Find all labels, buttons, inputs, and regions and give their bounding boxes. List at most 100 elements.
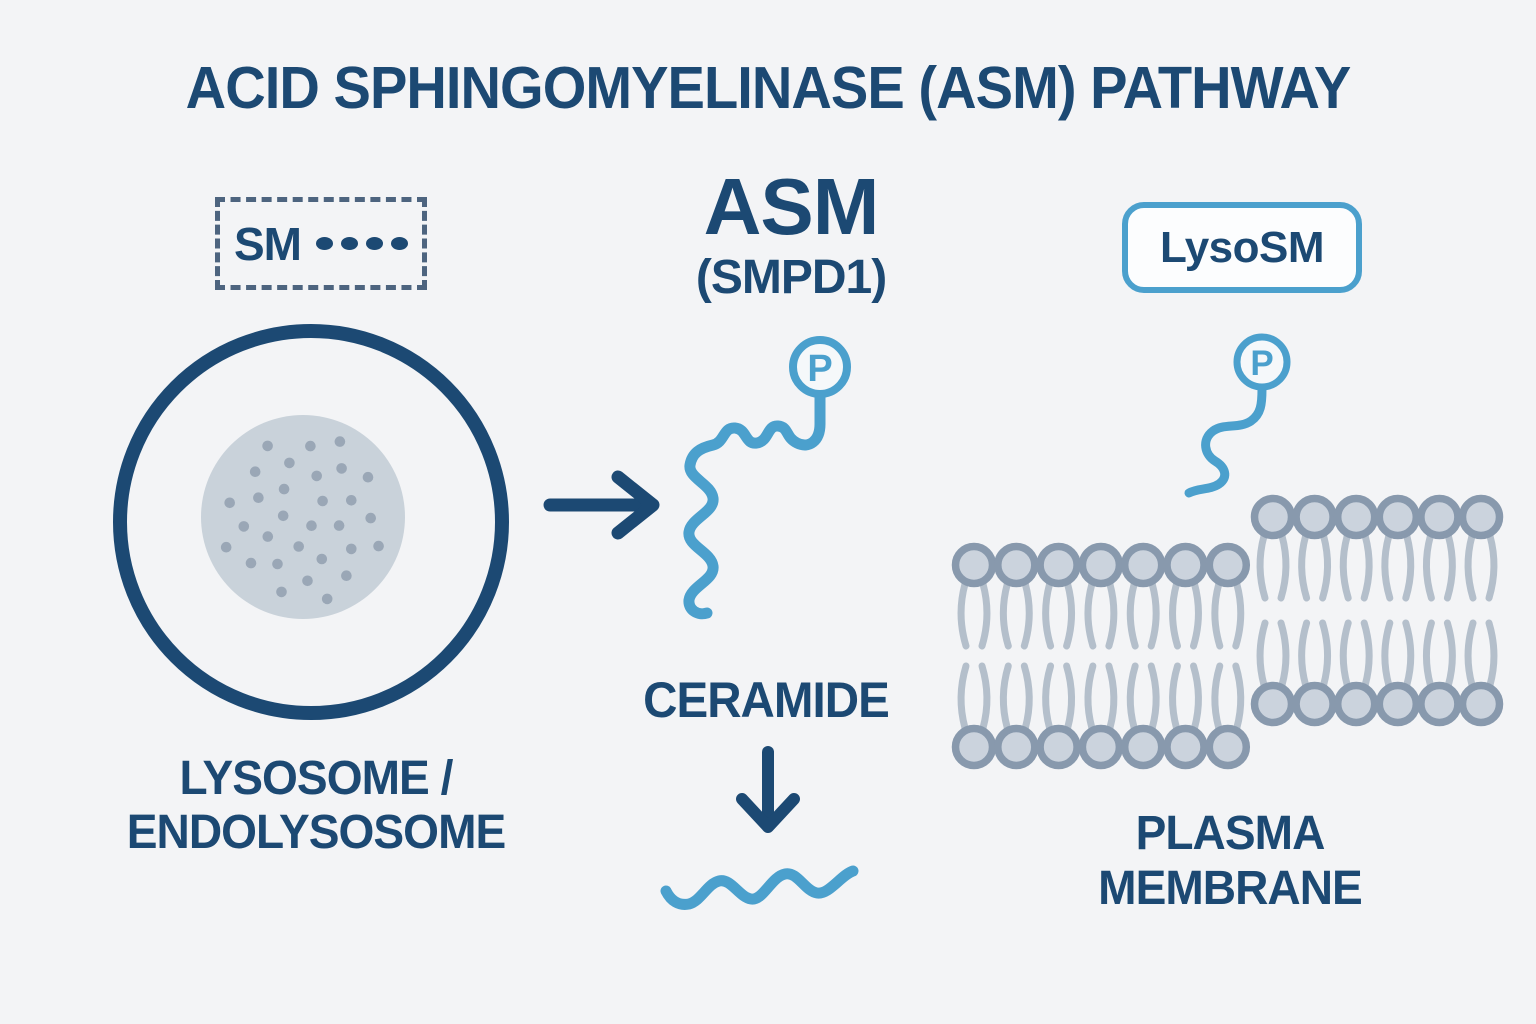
- lipid-tail: [1126, 580, 1139, 650]
- lipid-tail: [1169, 580, 1181, 650]
- lysosm-molecule-icon: P: [1184, 333, 1291, 498]
- granule-dot: [249, 466, 261, 478]
- plasma-membrane-label-line1: PLASMA: [1135, 807, 1326, 860]
- granule-dot: [336, 463, 347, 474]
- sm-dots-icon: [316, 237, 408, 250]
- lipid-tail: [1443, 619, 1456, 689]
- lipid-tail: [1042, 662, 1055, 732]
- lipid-tail: [999, 662, 1012, 732]
- lipid-head: [1036, 724, 1081, 770]
- plasma-membrane-label-line2: MEMBRANE: [1098, 862, 1363, 916]
- lipid-tail: [1020, 580, 1033, 650]
- lipid-tail: [1105, 662, 1118, 732]
- lipid-head: [1205, 724, 1251, 770]
- lipid-tail: [1105, 580, 1118, 650]
- granule-dot: [333, 520, 345, 531]
- granule-dot: [224, 497, 235, 509]
- asm-enzyme-label: ASM: [703, 162, 880, 251]
- granule-dot: [365, 512, 377, 524]
- lysosome-membrane-circle: [113, 324, 509, 720]
- lipid-tail: [1485, 619, 1498, 689]
- lipid-tail: [1402, 619, 1415, 689]
- granule-dot: [245, 557, 257, 569]
- granule-dot: [277, 510, 289, 522]
- lipid-tail: [1211, 580, 1224, 650]
- granule-dot: [293, 541, 305, 552]
- membrane-right-patch: [1250, 494, 1504, 727]
- sm-substrate-box: SM: [215, 197, 427, 290]
- granule-dot: [316, 553, 328, 565]
- lipid-head: [1292, 681, 1337, 727]
- lipid-tail: [1464, 532, 1477, 602]
- lipid-head: [994, 542, 1039, 588]
- lipid-head: [1458, 681, 1504, 727]
- phosphate-label: P: [1250, 344, 1273, 383]
- lipid-tail: [1339, 532, 1352, 602]
- lysosome-label-line2: ENDOLYSOSOME: [126, 805, 506, 859]
- granule-dot: [272, 558, 283, 570]
- lipid-head: [1163, 542, 1208, 588]
- lipid-tail: [999, 580, 1012, 650]
- lipid-tail: [1277, 532, 1290, 602]
- lysosome-label: LYSOSOME / ENDOLYSOSOME: [76, 752, 556, 860]
- granule-dot: [362, 471, 374, 483]
- lipid-tail: [957, 662, 970, 732]
- lipid-head: [1250, 494, 1296, 540]
- lipid-tail: [1232, 580, 1245, 650]
- lipid-head: [1120, 724, 1166, 770]
- phosphate-icon: [1233, 333, 1291, 391]
- arrow-down-icon: [736, 746, 800, 833]
- lipid-tail: [1020, 662, 1033, 732]
- lipid-tail: [957, 580, 970, 650]
- lipid-tail: [1211, 662, 1224, 732]
- lipid-tail: [1190, 662, 1202, 732]
- lipid-tail: [1147, 580, 1160, 650]
- sm-dot: [316, 237, 333, 250]
- granule-dot: [306, 520, 317, 531]
- lipid-tail: [1360, 532, 1373, 602]
- lipid-tail: [1381, 532, 1394, 602]
- phosphate-icon: [789, 336, 851, 398]
- granule-dot: [317, 495, 328, 507]
- lipid-head: [951, 542, 997, 588]
- lipid-head: [1036, 542, 1081, 588]
- lipid-tail: [1422, 532, 1435, 602]
- granule-dot: [305, 440, 316, 452]
- lipid-tail: [1464, 619, 1477, 689]
- plasma-membrane-icon: [951, 494, 1504, 770]
- lipid-head: [994, 724, 1039, 770]
- granule-dot: [253, 492, 264, 504]
- lipid-tail: [1277, 619, 1290, 689]
- granule-dot: [311, 470, 323, 482]
- sm-molecule-icon: P: [683, 336, 851, 620]
- lipid-head: [1163, 724, 1208, 770]
- diagram-title: ACID SPHINGOMYELINASE (ASM) PATHWAY: [185, 55, 1352, 121]
- granule-dot: [220, 541, 232, 553]
- lipid-head: [1250, 681, 1296, 727]
- lipid-head: [1205, 542, 1251, 588]
- membrane-left-patch: [951, 542, 1251, 770]
- lysosm-tail: [1184, 384, 1267, 498]
- sm-dot: [391, 237, 408, 250]
- lipid-tail: [1443, 532, 1456, 602]
- lipid-head: [1417, 494, 1462, 540]
- lipid-tail: [1298, 619, 1311, 689]
- lipid-head: [1458, 494, 1504, 540]
- lipid-tail: [1084, 580, 1097, 650]
- lysosm-label: LysoSM: [1159, 222, 1325, 272]
- lipid-tail: [1402, 532, 1415, 602]
- granule-dot: [262, 531, 274, 542]
- granule-dot: [238, 521, 250, 532]
- lipid-tail: [1319, 532, 1332, 602]
- lipid-head: [1078, 724, 1124, 770]
- granule-dot: [276, 586, 287, 598]
- granule-dot: [262, 440, 273, 452]
- lipid-head: [1375, 681, 1421, 727]
- granule-dot: [334, 436, 346, 447]
- sm-label: SM: [234, 217, 302, 270]
- lipid-tail: [1298, 532, 1311, 602]
- lipid-tail: [1190, 580, 1202, 650]
- sm-dot: [341, 237, 358, 250]
- lipid-tail: [1063, 662, 1076, 732]
